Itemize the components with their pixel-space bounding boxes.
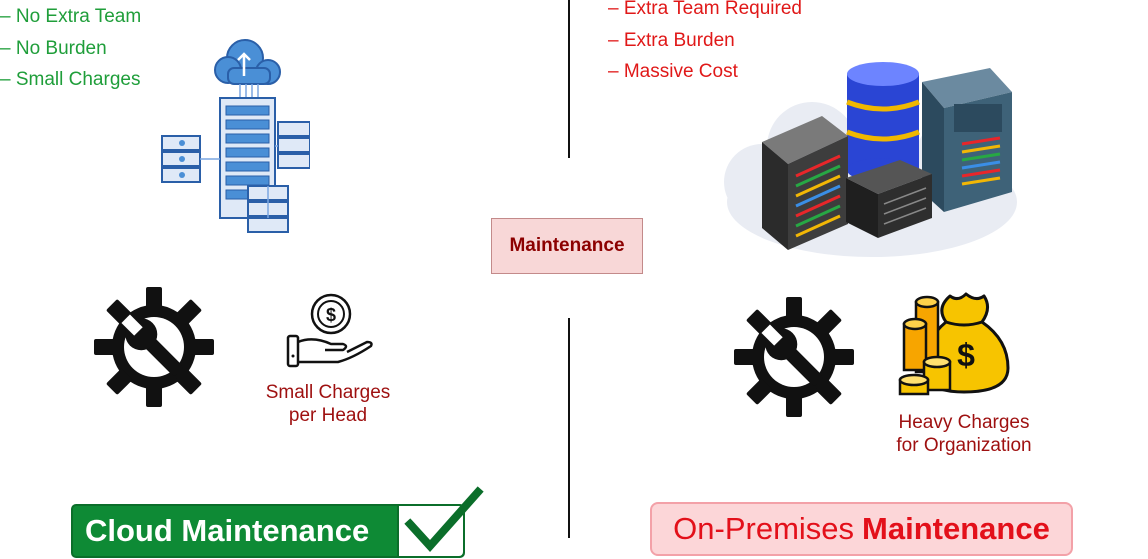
hand-coin-icon: $ <box>286 293 373 368</box>
onprem-badge-bold: Maintenance <box>862 511 1050 546</box>
svg-text:$: $ <box>957 337 975 373</box>
checkmark-icon <box>404 486 484 552</box>
center-maintenance-box: Maintenance <box>491 218 643 274</box>
money-bag-icon: $ <box>898 292 1010 396</box>
center-label: Maintenance <box>509 235 625 256</box>
cloud-badge-label: Cloud Maintenance <box>85 513 370 548</box>
cloud-charges-line1: Small Charges <box>265 382 391 403</box>
onprem-drawback-item: – Massive Cost <box>608 61 738 82</box>
server-racks-icon <box>724 62 1017 257</box>
cloud-benefit-item: – No Burden <box>0 37 107 59</box>
cloud-charges-caption: Small Charges per Head <box>248 381 408 427</box>
cloud-server-icon <box>161 39 310 233</box>
onprem-maintenance-badge: On-Premises Maintenance <box>650 502 1073 556</box>
onprem-drawbacks-list: – Extra Team Required – Extra Burden – M… <box>608 0 802 88</box>
onprem-charges-line2: for Organization <box>896 435 1032 456</box>
onprem-drawback-item: – Extra Team Required <box>608 0 802 19</box>
onprem-badge-prefix: On-Premises <box>673 511 855 546</box>
cloud-benefit-item: – Small Charges <box>0 69 141 90</box>
svg-text:$: $ <box>326 305 336 325</box>
gear-wrench-icon <box>94 287 214 407</box>
cloud-benefits-list: – No Extra Team – No Burden – Small Char… <box>0 1 141 96</box>
cloud-benefit-item: – No Extra Team <box>0 6 142 27</box>
divider-bottom <box>568 318 570 538</box>
onprem-charges-caption: Heavy Charges for Organization <box>880 411 1048 457</box>
cloud-maintenance-badge: Cloud Maintenance <box>71 504 465 558</box>
onprem-drawback-item: – Extra Burden <box>608 29 735 51</box>
cloud-charges-line2: per Head <box>288 405 368 426</box>
onprem-charges-line1: Heavy Charges <box>898 412 1030 433</box>
divider-top <box>568 0 570 158</box>
gear-wrench-icon <box>734 297 854 417</box>
